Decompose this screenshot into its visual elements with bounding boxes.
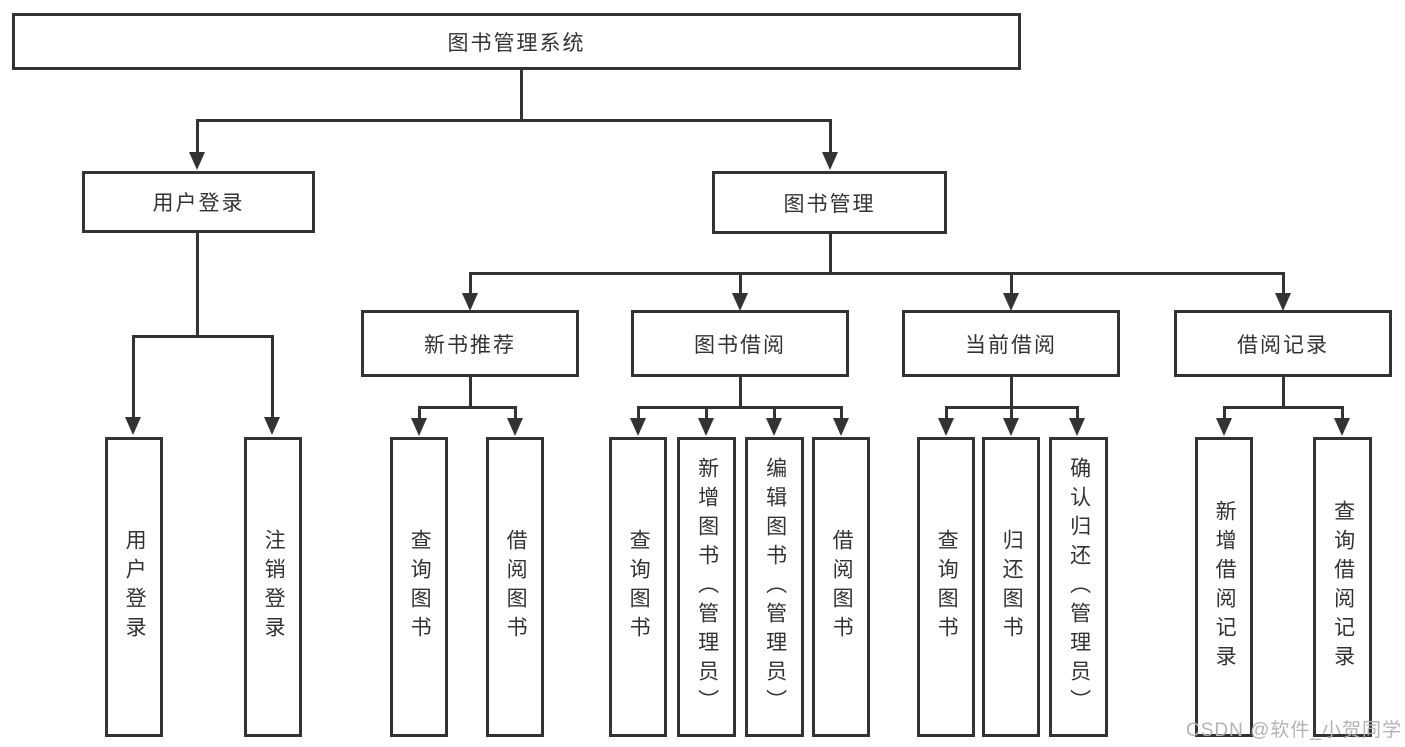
arrow-down-icon xyxy=(1216,418,1232,436)
arrow-down-icon xyxy=(822,152,838,170)
leaf-query-borrow-record: 查询借阅记录 xyxy=(1313,437,1372,737)
node-new-book-recommend: 新书推荐 xyxy=(361,310,579,377)
node-current-borrowing-label: 当前借阅 xyxy=(965,333,1057,357)
leaf-borrow-books-2-label: 借阅图书 xyxy=(830,529,854,645)
connector-drop-query-book-1 xyxy=(418,406,421,420)
connector-drop-edit-book xyxy=(773,406,776,420)
leaf-edit-books-admin: 编辑图书（管理员） xyxy=(745,437,804,737)
node-borrow-records-label: 借阅记录 xyxy=(1237,333,1329,357)
connector-drop-user-login xyxy=(196,119,199,154)
node-book-management: 图书管理 xyxy=(712,171,947,234)
node-book-management-label: 图书管理 xyxy=(783,192,876,216)
leaf-query-books-1: 查询图书 xyxy=(390,437,448,737)
connector-book-borrow-bar xyxy=(637,406,843,409)
connector-drop-leaf-user-login xyxy=(132,335,135,419)
leaf-borrow-books-2: 借阅图书 xyxy=(812,437,870,737)
node-book-borrowing: 图书借阅 xyxy=(631,310,849,377)
node-current-borrowing: 当前借阅 xyxy=(902,310,1120,377)
arrow-down-icon xyxy=(1003,418,1019,436)
connector-current-borrow-stem xyxy=(1010,377,1013,408)
connector-drop-current-borrow xyxy=(1010,272,1013,295)
connector-root-stem xyxy=(520,70,523,121)
leaf-query-borrow-record-label: 查询借阅记录 xyxy=(1331,500,1355,674)
arrow-down-icon xyxy=(125,417,141,435)
leaf-user-login: 用户登录 xyxy=(105,437,163,737)
arrow-down-icon xyxy=(698,418,714,436)
arrow-down-icon xyxy=(462,293,478,311)
leaf-add-borrow-record: 新增借阅记录 xyxy=(1195,437,1253,737)
connector-drop-book-borrow xyxy=(739,272,742,295)
arrow-down-icon xyxy=(507,418,523,436)
connector-user-login-bar xyxy=(132,335,274,338)
node-user-login-label: 用户登录 xyxy=(152,192,245,215)
leaf-query-books-3-label: 查询图书 xyxy=(935,529,959,645)
arrow-down-icon xyxy=(938,418,954,436)
connector-drop-leaf-logout xyxy=(271,335,274,419)
leaf-borrow-books-1-label: 借阅图书 xyxy=(504,529,528,645)
connector-drop-query-book-2 xyxy=(637,406,640,420)
connector-borrow-record-stem xyxy=(1282,377,1285,408)
node-user-login: 用户登录 xyxy=(82,171,315,233)
connector-drop-new-book-rec xyxy=(469,272,472,295)
leaf-query-books-2-label: 查询图书 xyxy=(627,529,651,645)
node-library-system: 图书管理系统 xyxy=(12,13,1021,70)
arrow-down-icon xyxy=(1334,418,1350,436)
leaf-logout-login: 注销登录 xyxy=(244,437,302,737)
connector-root-bar xyxy=(196,119,832,122)
connector-drop-return-book xyxy=(1010,406,1013,420)
leaf-query-books-1-label: 查询图书 xyxy=(408,529,432,645)
leaf-query-books-2: 查询图书 xyxy=(609,437,667,737)
leaf-add-borrow-record-label: 新增借阅记录 xyxy=(1213,500,1237,674)
connector-drop-query-record xyxy=(1341,406,1344,420)
connector-book-mgmt-bar xyxy=(469,272,1285,275)
arrow-down-icon xyxy=(766,418,782,436)
connector-new-book-rec-bar xyxy=(418,406,517,409)
connector-drop-book-mgmt xyxy=(829,119,832,154)
arrow-down-icon xyxy=(630,418,646,436)
connector-drop-add-record xyxy=(1223,406,1226,420)
connector-borrow-record-bar xyxy=(1223,406,1344,409)
connector-book-borrow-stem xyxy=(739,377,742,408)
connector-drop-borrow-book-2 xyxy=(840,406,843,420)
leaf-borrow-books-1: 借阅图书 xyxy=(486,437,544,737)
watermark: CSDN @软件_小贺同学 xyxy=(1186,720,1402,741)
node-new-book-recommend-label: 新书推荐 xyxy=(424,333,516,357)
connector-new-book-rec-stem xyxy=(469,377,472,408)
leaf-confirm-return-admin: 确认归还（管理员） xyxy=(1049,437,1108,737)
leaf-query-books-3: 查询图书 xyxy=(917,437,975,737)
node-borrow-records: 借阅记录 xyxy=(1174,310,1392,377)
leaf-return-books: 归还图书 xyxy=(982,437,1040,737)
arrow-down-icon xyxy=(189,152,205,170)
connector-book-mgmt-stem xyxy=(829,234,832,275)
arrow-down-icon xyxy=(264,417,280,435)
node-book-borrowing-label: 图书借阅 xyxy=(694,333,786,357)
arrow-down-icon xyxy=(1275,293,1291,311)
connector-drop-borrow-book-1 xyxy=(514,406,517,420)
arrow-down-icon xyxy=(1069,418,1085,436)
leaf-confirm-return-admin-label: 确认归还（管理员） xyxy=(1067,456,1091,718)
connector-drop-query-book-3 xyxy=(945,406,948,420)
connector-user-login-stem xyxy=(196,233,199,338)
arrow-down-icon xyxy=(411,418,427,436)
leaf-add-books-admin: 新增图书（管理员） xyxy=(677,437,736,737)
arrow-down-icon xyxy=(833,418,849,436)
connector-drop-confirm-return xyxy=(1076,406,1079,420)
connector-drop-add-book xyxy=(705,406,708,420)
leaf-logout-login-label: 注销登录 xyxy=(262,529,286,645)
node-library-system-label: 图书管理系统 xyxy=(447,31,586,55)
leaf-return-books-label: 归还图书 xyxy=(1000,529,1024,645)
leaf-edit-books-admin-label: 编辑图书（管理员） xyxy=(763,456,787,718)
leaf-user-login-label: 用户登录 xyxy=(123,529,147,645)
leaf-add-books-admin-label: 新增图书（管理员） xyxy=(695,456,719,718)
connector-drop-borrow-record xyxy=(1282,272,1285,295)
arrow-down-icon xyxy=(732,293,748,311)
arrow-down-icon xyxy=(1003,293,1019,311)
